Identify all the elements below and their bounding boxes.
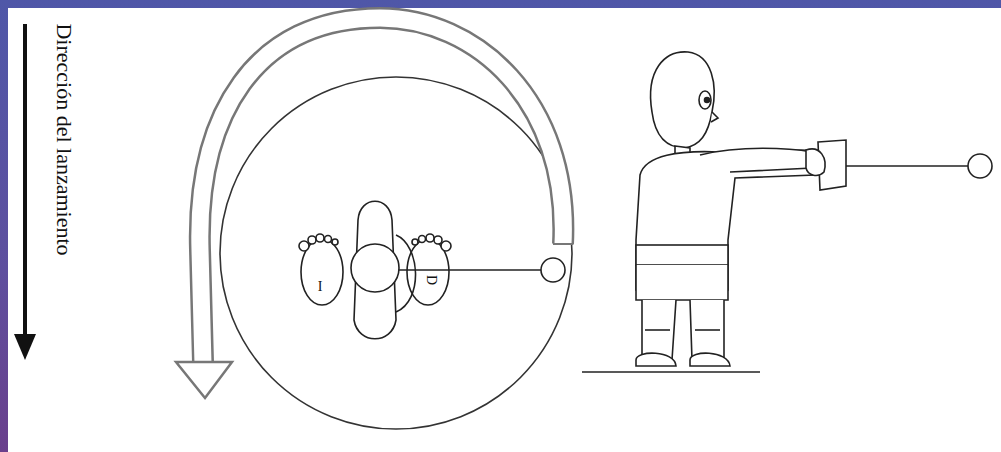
foot-label: I xyxy=(310,280,330,294)
direction-arrow xyxy=(23,24,27,336)
rotation-arrowhead xyxy=(176,362,232,398)
direction-arrowhead xyxy=(14,334,36,360)
ground-line xyxy=(582,371,760,373)
hammer-wire xyxy=(399,269,541,271)
thrower-side-view xyxy=(636,52,846,366)
hammer-ball-side xyxy=(968,154,992,178)
direction-label: Dirección del lanzamiento xyxy=(52,13,75,268)
hammer-wire-side xyxy=(846,165,968,167)
hammer-ball xyxy=(541,258,565,282)
throwing-circle xyxy=(220,77,572,429)
foot-label: D xyxy=(424,270,438,290)
